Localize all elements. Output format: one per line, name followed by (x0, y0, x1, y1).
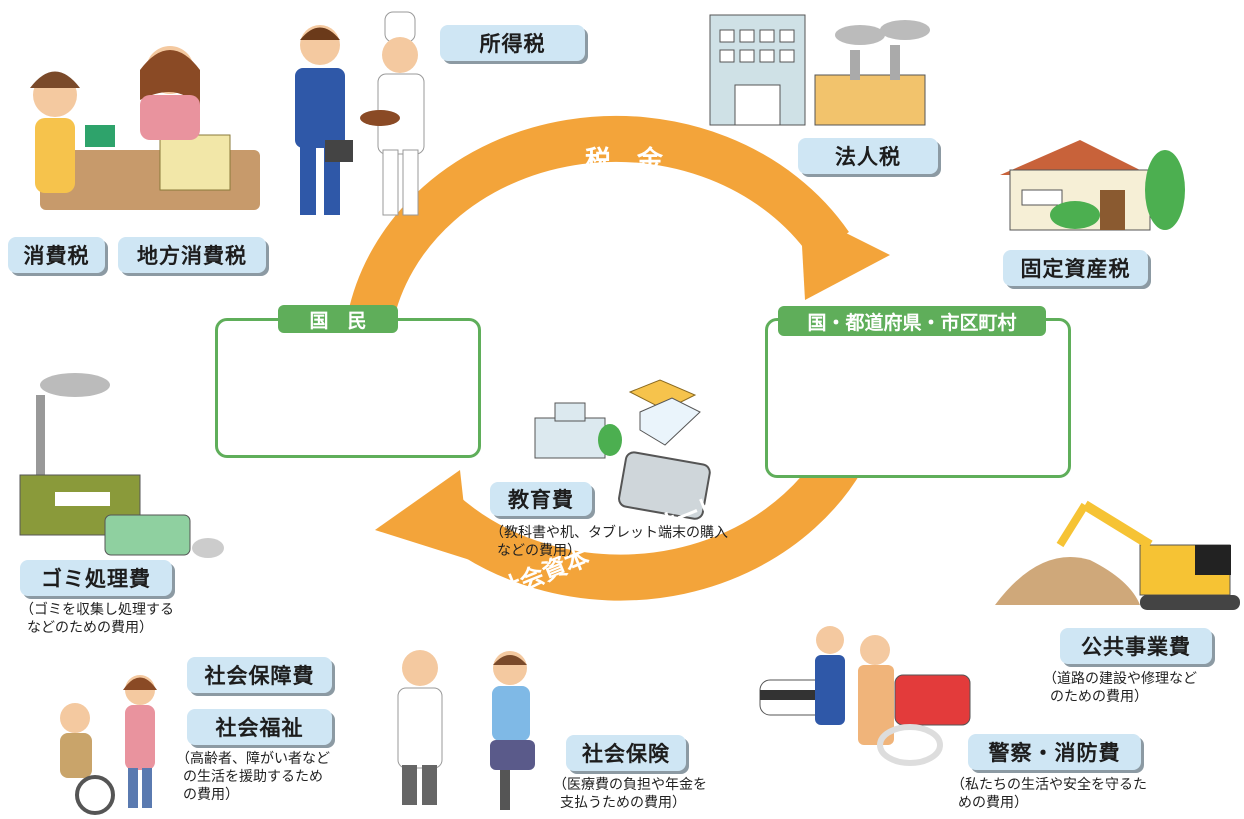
education-cost-label: 教育費 (490, 482, 592, 516)
consumption-tax-label: 消費税 (8, 237, 105, 273)
local-consumption-tax-label: 地方消費税 (118, 237, 266, 273)
citizens-panel (215, 318, 481, 458)
police-fire-cost-label: 警察・消防費 (968, 734, 1141, 770)
excavator-illustration (995, 500, 1240, 610)
public-works-cost-note-2: のための費用） (1050, 689, 1148, 705)
workers-illustration (295, 11, 425, 216)
property-tax-label: 固定資産税 (1003, 250, 1148, 286)
company-buildings-illustration (709, 14, 930, 126)
social-insurance-label: 社会保険 (566, 735, 686, 771)
social-security-cost-label: 社会保障費 (187, 657, 332, 693)
social-insurance-note-2: 支払うための費用） (560, 795, 686, 811)
police-fire-cost-note-1: （私たちの生活や安全を守るた (951, 777, 1147, 793)
house-illustration (1000, 140, 1185, 231)
social-welfare-note-1: （高齢者、障がい者など (176, 751, 330, 767)
shop-scene-illustration (30, 46, 260, 210)
welfare-illustration (60, 675, 157, 815)
corporate-tax-label: 法人税 (798, 138, 938, 174)
public-works-cost-label: 公共事業費 (1060, 628, 1212, 664)
police-fire-illustration (759, 626, 971, 766)
garbage-plant-illustration (19, 373, 224, 558)
tax-flow-arrow (347, 115, 890, 325)
tax-arrow-label: 税 金 (585, 146, 664, 176)
garbage-cost-note-2: などのための費用） (27, 620, 153, 636)
public-works-cost-note-1: （道路の建設や修理など (1043, 671, 1197, 687)
service-flow-arrow (375, 412, 882, 601)
citizens-title: 国 民 (278, 305, 398, 333)
social-welfare-note-3: の費用） (183, 787, 239, 803)
garbage-cost-note-1: （ゴミを収集し処理する (20, 602, 174, 618)
police-fire-cost-note-2: めの費用） (958, 795, 1028, 811)
education-illustration (534, 379, 711, 520)
government-title: 国・都道府県・市区町村 (778, 306, 1046, 336)
social-welfare-label: 社会福祉 (187, 709, 332, 745)
garbage-cost-label: ゴミ処理費 (20, 560, 172, 596)
social-welfare-note-2: の生活を援助するため (183, 769, 323, 785)
income-tax-label: 所得税 (440, 25, 585, 61)
education-cost-note-2: などの費用） (497, 543, 581, 559)
social-insurance-note-1: （医療費の負担や年金を (553, 777, 707, 793)
government-panel (765, 318, 1071, 478)
education-cost-note-1: （教科書や机、タブレット端末の購入 (490, 525, 728, 541)
doctor-patient-illustration (397, 650, 535, 810)
